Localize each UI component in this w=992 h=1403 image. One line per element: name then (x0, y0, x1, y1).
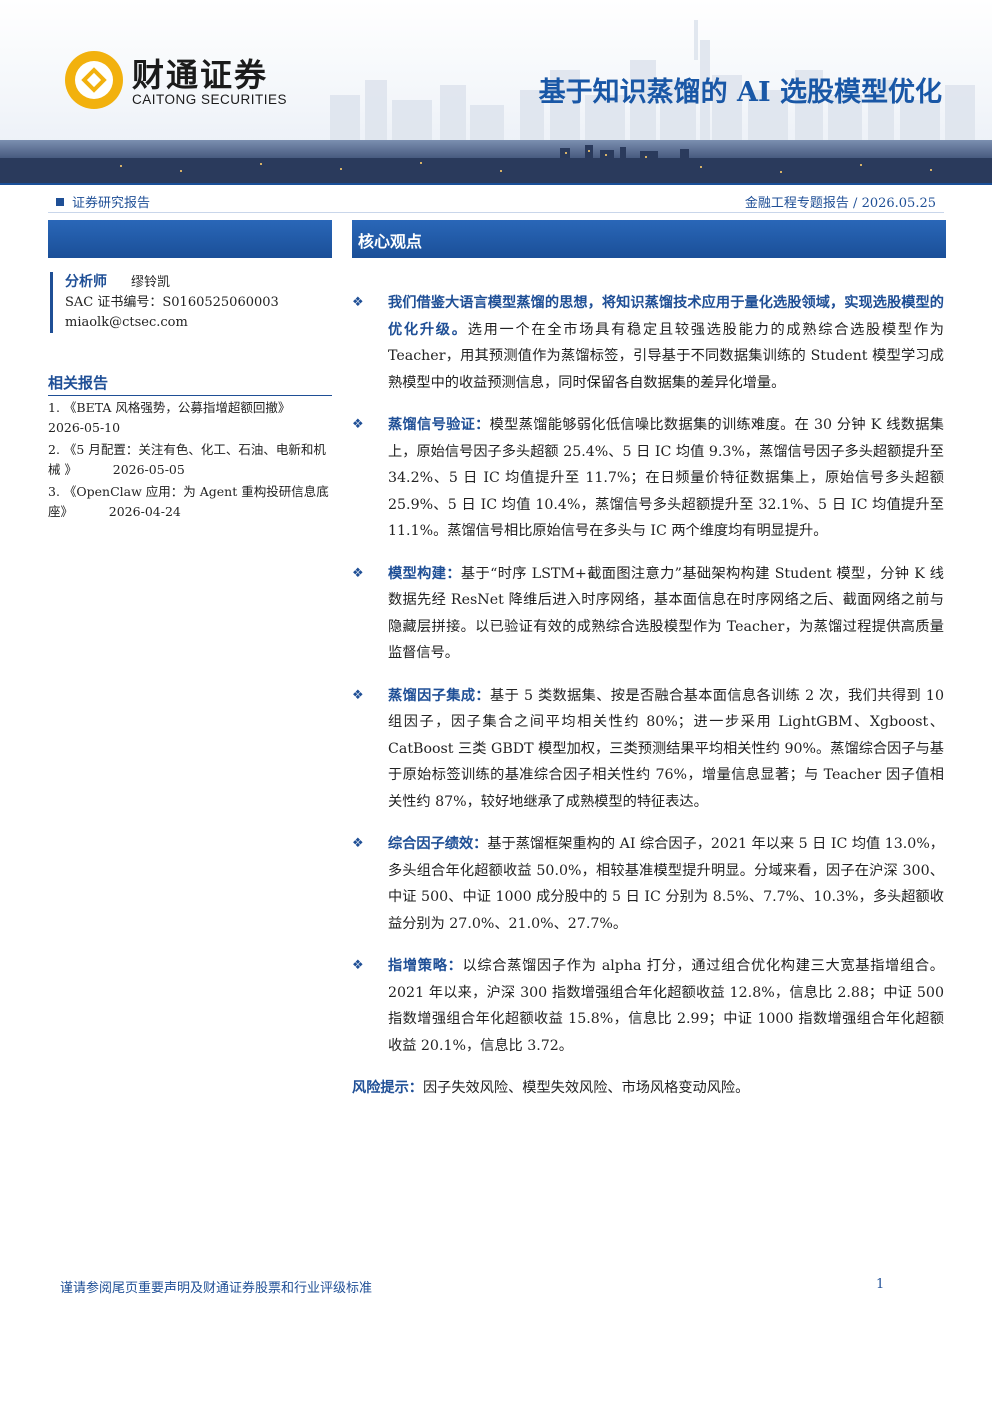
core-viewpoints: ❖ 我们借鉴大语言模型蒸馏的思想，将知识蒸馏技术应用于量化选股领域，实现选股模型… (352, 290, 944, 1101)
logo-coin-icon (65, 51, 123, 109)
related-reports-title: 相关报告 (48, 372, 332, 396)
diamond-bullet-icon: ❖ (352, 295, 364, 310)
analyst-sac: SAC 证书编号：S0160525060003 (65, 295, 279, 310)
viewpoint-text: 以综合蒸馏因子作为 alpha 打分，通过组合优化构建三大宽基指增组合。2021… (388, 958, 944, 1054)
diamond-bullet-icon: ❖ (352, 836, 364, 851)
related-report-text: 2. 《5 月配置：关注有色、化工、石油、电新和机械 》 (48, 442, 326, 477)
diamond-bullet-icon: ❖ (352, 417, 364, 432)
skyline-illustration (0, 0, 992, 185)
diamond-bullet-icon: ❖ (352, 958, 364, 973)
related-report-item[interactable]: 3. 《OpenClaw 应用：为 Agent 重构投研信息底座》 2026-0… (48, 482, 332, 522)
viewpoint-item: ❖ 我们借鉴大语言模型蒸馏的思想，将知识蒸馏技术应用于量化选股领域，实现选股模型… (352, 290, 944, 396)
viewpoint-item: ❖ 模型构建：基于“时序 LSTM+截面图注意力”基础架构构建 Student … (352, 561, 944, 667)
viewpoint-item: ❖ 蒸馏因子集成：基于 5 类数据集、按是否融合基本面信息各训练 2 次，我们共… (352, 683, 944, 816)
risk-label: 风险提示： (352, 1080, 423, 1096)
logo-english-text: CAITONG SECURITIES (132, 92, 288, 107)
diamond-bullet-icon: ❖ (352, 565, 364, 581)
analyst-email[interactable]: miaolk@ctsec.com (65, 315, 188, 330)
analyst-info: 分析师 缪铃凯 SAC 证书编号：S0160525060003 miaolk@ct… (50, 272, 347, 333)
report-type-date: 金融工程专题报告 / 2026.05.25 (744, 196, 936, 211)
viewpoint-heading: 模型构建： (388, 565, 461, 582)
related-report-text: 3. 《OpenClaw 应用：为 Agent 重构投研信息底座》 (48, 484, 329, 519)
related-reports: 相关报告 1. 《BETA 风格强势，公募指增超额回撤》 2026-05-10 … (48, 372, 332, 522)
viewpoint-item: ❖ 指增策略：以综合蒸馏因子作为 alpha 打分，通过组合优化构建三大宽基指增… (352, 953, 944, 1059)
viewpoint-heading: 蒸馏因子集成： (388, 687, 490, 704)
analyst-role: 分析师 (65, 274, 107, 290)
viewpoint-item: ❖ 综合因子绩效：基于蒸馏框架重构的 AI 综合因子，2021 年以来 5 日 … (352, 831, 944, 937)
related-report-item[interactable]: 2. 《5 月配置：关注有色、化工、石油、电新和机械 》 2026-05-05 (48, 440, 332, 480)
header-banner: 财通证券 CAITONG SECURITIES 基于知识蒸馏的 AI 选股模型优… (0, 0, 992, 185)
viewpoint-text: 基于 5 类数据集、按是否融合基本面信息各训练 2 次，我们共得到 10 组因子… (388, 687, 944, 810)
analyst-name-row: 分析师 缪铃凯 (65, 272, 347, 293)
report-category-label: 证券研究报告 (72, 196, 151, 211)
risk-warning: 风险提示：因子失效风险、模型失效风险、市场风格变动风险。 (352, 1075, 944, 1101)
related-report-date: 2026-05-05 (112, 462, 185, 477)
related-report-date: 2026-04-24 (108, 504, 181, 519)
viewpoint-heading: 蒸馏信号验证： (388, 417, 490, 433)
viewpoint-heading: 我们借鉴大语言模型蒸馏的思想，将知识蒸馏技术应用于量化选股领域，实现选股模型的优… (388, 295, 944, 338)
related-report-date: 2026-05-10 (48, 420, 121, 435)
meta-row: 证券研究报告 金融工程专题报告 / 2026.05.25 (48, 190, 944, 213)
page-number: 1 (876, 1277, 885, 1292)
logo-chinese-text: 财通证券 (132, 56, 269, 94)
viewpoint-heading: 指增策略： (388, 958, 463, 974)
viewpoint-text: 基于“时序 LSTM+截面图注意力”基础架构构建 Student 模型，分钟 K… (388, 565, 944, 662)
diamond-bullet-icon: ❖ (352, 687, 364, 703)
analyst-name: 缪铃凯 (131, 275, 171, 290)
report-category: 证券研究报告 (56, 192, 150, 211)
viewpoint-text: 选用一个在全市场具有稳定且较强选股能力的成熟综合选股模型作为 Teacher，用… (388, 321, 944, 391)
square-bullet-icon (56, 198, 64, 206)
left-column-header-bar (48, 220, 332, 258)
related-report-item[interactable]: 1. 《BETA 风格强势，公募指增超额回撤》 2026-05-10 (48, 398, 332, 438)
risk-text: 因子失效风险、模型失效风险、市场风格变动风险。 (422, 1080, 750, 1096)
section-title: 核心观点 (358, 232, 423, 251)
section-header-bar: 核心观点 (352, 220, 946, 258)
viewpoint-text: 基于蒸馏框架重构的 AI 综合因子，2021 年以来 5 日 IC 均值 13.… (388, 836, 944, 932)
footer-disclaimer: 谨请参阅尾页重要声明及财通证券股票和行业评级标准 (60, 1281, 373, 1296)
related-report-text: 1. 《BETA 风格强势，公募指增超额回撤》 (48, 400, 291, 415)
viewpoint-item: ❖ 蒸馏信号验证：模型蒸馏能够弱化低信噪比数据集的训练难度。在 30 分钟 K … (352, 412, 944, 545)
company-logo: 财通证券 CAITONG SECURITIES (62, 48, 302, 112)
report-title: 基于知识蒸馏的 AI 选股模型优化 (538, 77, 942, 108)
viewpoint-heading: 综合因子绩效： (388, 836, 488, 852)
viewpoint-text: 模型蒸馏能够弱化低信噪比数据集的训练难度。在 30 分钟 K 线数据集上，原始信… (388, 417, 944, 539)
